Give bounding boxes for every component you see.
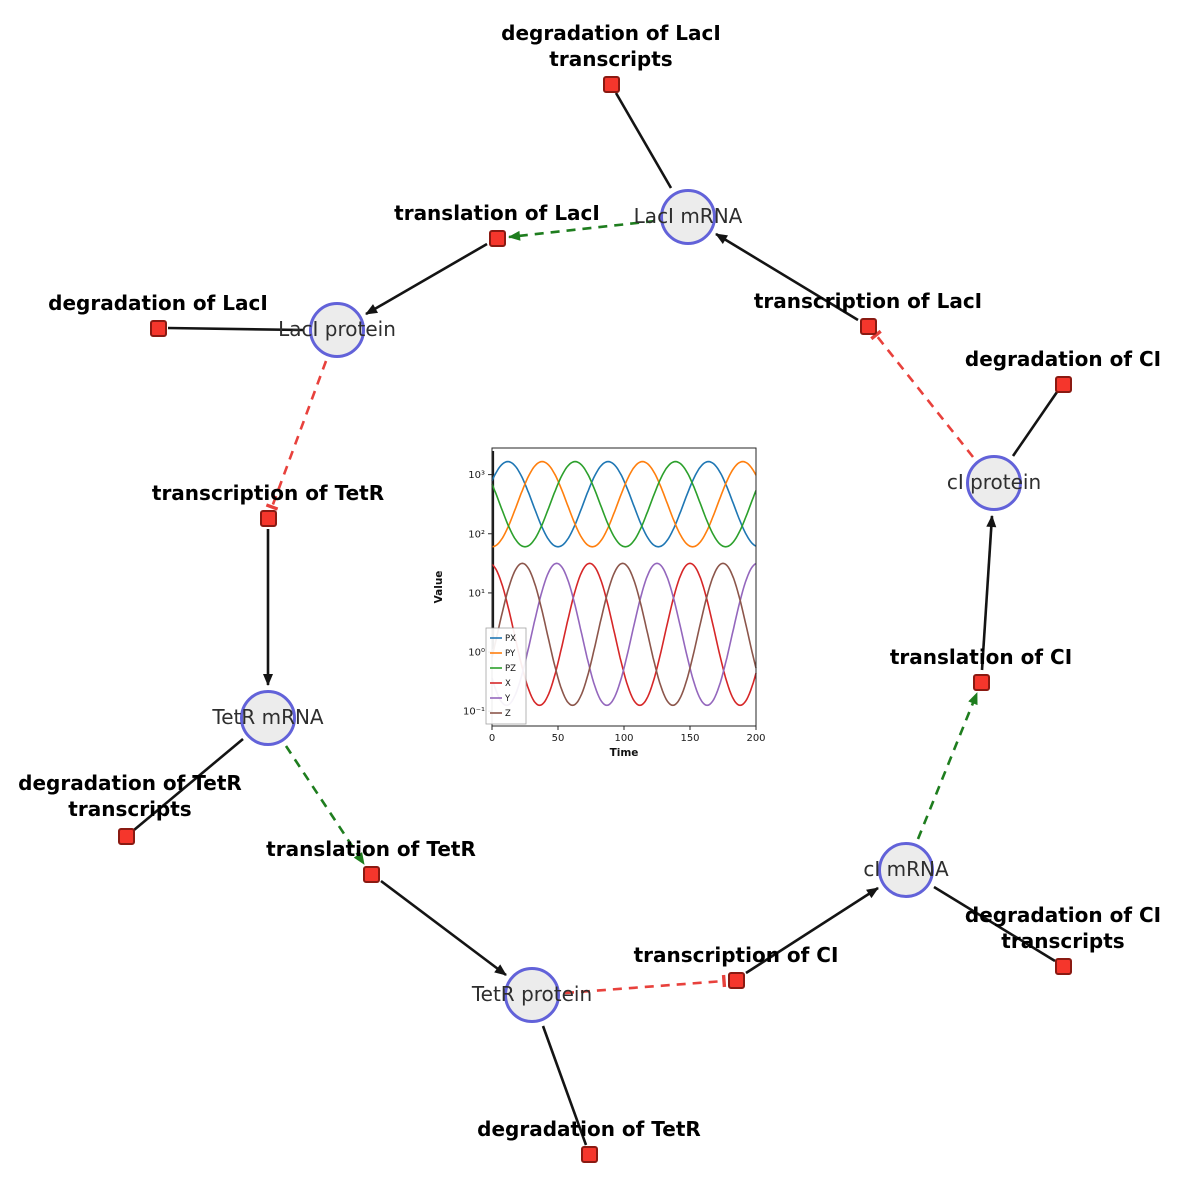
reaction-label-translation-ci: translation of CI bbox=[889, 645, 1073, 669]
svg-text:100: 100 bbox=[614, 733, 633, 744]
reaction-node-translation-tetr[interactable] bbox=[363, 866, 380, 883]
species-label-ci-protein: cI protein bbox=[946, 470, 1042, 494]
species-node-ci-mrna[interactable] bbox=[878, 842, 934, 898]
svg-text:PY: PY bbox=[505, 649, 516, 659]
edge-ci-protein-inhibits-transcription-laci bbox=[870, 329, 975, 458]
reaction-label-transcription-tetr: transcription of TetR bbox=[151, 481, 385, 505]
species-label-ci-mrna: cI mRNA bbox=[863, 857, 949, 881]
reaction-label-degradation-ci-transcripts: degradation of CI transcripts bbox=[964, 903, 1162, 953]
species-label-laci-protein: LacI protein bbox=[278, 317, 396, 341]
svg-text:Value: Value bbox=[433, 571, 445, 604]
svg-text:10³: 10³ bbox=[468, 470, 485, 481]
reaction-label-degradation-ci: degradation of CI bbox=[964, 347, 1162, 371]
reaction-label-translation-tetr: translation of TetR bbox=[266, 837, 476, 861]
svg-text:10²: 10² bbox=[468, 529, 485, 540]
reaction-node-transcription-tetr[interactable] bbox=[260, 510, 277, 527]
svg-text:10¹: 10¹ bbox=[468, 588, 485, 599]
reaction-label-transcription-ci: transcription of CI bbox=[633, 943, 839, 967]
svg-text:PX: PX bbox=[505, 634, 516, 644]
species-label-tetr-mrna: TetR mRNA bbox=[212, 705, 324, 729]
edge-ci-protein-to-degradation bbox=[1011, 391, 1059, 457]
reaction-node-translation-ci[interactable] bbox=[973, 674, 990, 691]
svg-text:PZ: PZ bbox=[505, 664, 516, 674]
reaction-label-translation-laci: translation of LacI bbox=[394, 201, 600, 225]
reaction-node-transcription-laci[interactable] bbox=[860, 318, 877, 335]
svg-text:50: 50 bbox=[552, 733, 565, 744]
edge-laci-mrna-to-degradation-transcripts bbox=[614, 92, 673, 189]
species-node-laci-protein[interactable] bbox=[309, 302, 365, 358]
reaction-node-transcription-ci[interactable] bbox=[728, 972, 745, 989]
species-node-ci-protein[interactable] bbox=[966, 455, 1022, 511]
reaction-node-degradation-tetr[interactable] bbox=[581, 1146, 598, 1163]
edge-translation-laci-to-laci-protein bbox=[365, 242, 488, 316]
reaction-node-degradation-ci[interactable] bbox=[1055, 376, 1072, 393]
reaction-node-degradation-tetr-transcripts[interactable] bbox=[118, 828, 135, 845]
svg-text:0: 0 bbox=[489, 733, 495, 744]
svg-text:150: 150 bbox=[680, 733, 699, 744]
reaction-label-degradation-laci: degradation of LacI bbox=[48, 291, 268, 315]
species-label-laci-mrna: LacI mRNA bbox=[633, 204, 743, 228]
reaction-node-degradation-laci[interactable] bbox=[150, 320, 167, 337]
svg-text:Z: Z bbox=[505, 709, 511, 719]
edge-translation-tetr-to-tetr-protein bbox=[380, 879, 507, 977]
reaction-node-translation-laci[interactable] bbox=[489, 230, 506, 247]
reaction-label-transcription-laci: transcription of LacI bbox=[753, 289, 983, 313]
svg-text:X: X bbox=[505, 679, 511, 689]
species-node-laci-mrna[interactable] bbox=[660, 189, 716, 245]
reaction-node-degradation-ci-transcripts[interactable] bbox=[1055, 958, 1072, 975]
reaction-label-degradation-tetr: degradation of TetR bbox=[477, 1117, 701, 1141]
svg-text:10⁻¹: 10⁻¹ bbox=[463, 707, 485, 718]
reaction-label-degradation-tetr-transcripts: degradation of TetR transcripts bbox=[18, 771, 242, 821]
svg-text:200: 200 bbox=[746, 733, 765, 744]
species-node-tetr-protein[interactable] bbox=[504, 967, 560, 1023]
reaction-label-degradation-laci-transcripts: degradation of LacI transcripts bbox=[501, 21, 721, 71]
reaction-node-degradation-laci-transcripts[interactable] bbox=[603, 76, 620, 93]
species-label-tetr-protein: TetR protein bbox=[471, 982, 593, 1006]
svg-text:10⁰: 10⁰ bbox=[468, 648, 485, 659]
svg-text:Y: Y bbox=[504, 694, 511, 704]
edge-ci-mrna-modifies-translation bbox=[916, 692, 979, 840]
svg-text:Time: Time bbox=[610, 747, 639, 759]
species-node-tetr-mrna[interactable] bbox=[240, 690, 296, 746]
